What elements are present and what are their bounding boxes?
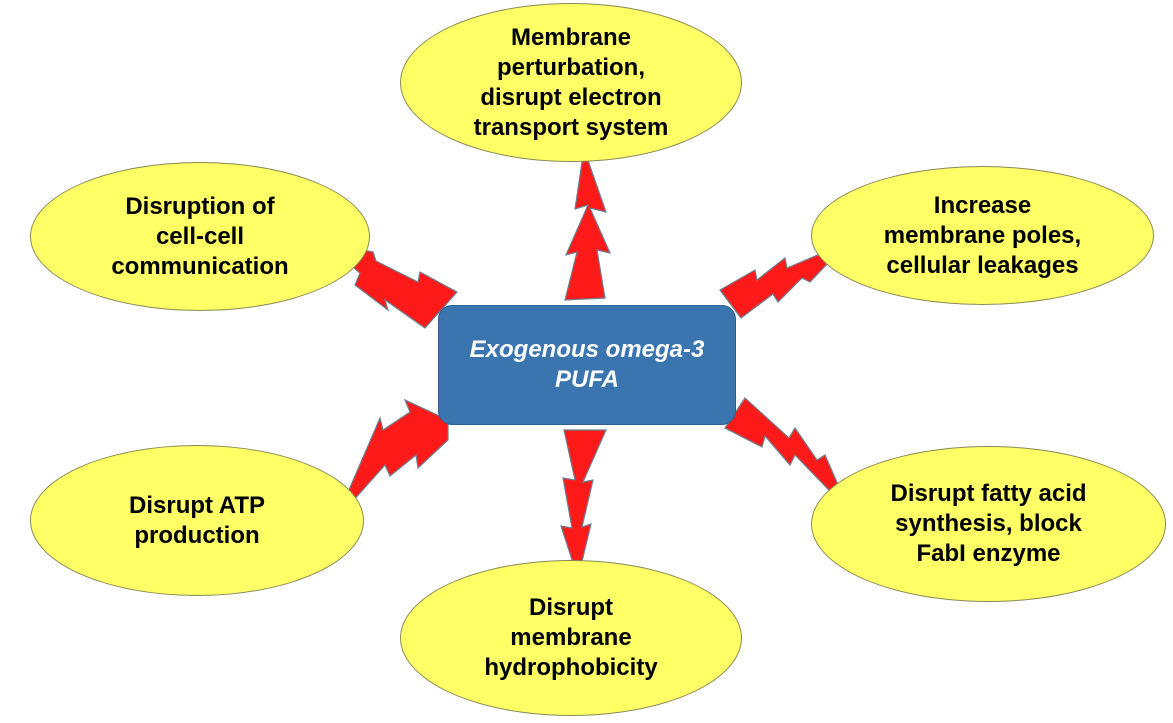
lightning-bolt-lower-left-icon bbox=[335, 398, 449, 521]
effect-membrane-hydrophobicity: Disrupt membrane hydrophobicity bbox=[400, 560, 742, 716]
effect-label: Disrupt ATP production bbox=[129, 491, 265, 549]
effect-label: Disrupt membrane hydrophobicity bbox=[484, 594, 658, 681]
lightning-bolt-top-icon bbox=[564, 148, 612, 301]
effect-label: Increase membrane poles, cellular leakag… bbox=[883, 191, 1082, 279]
center-label: Exogenous omega-3 PUFA bbox=[469, 336, 705, 393]
effect-fatty-acid-synthesis: Disrupt fatty acid synthesis, block FabI… bbox=[811, 446, 1166, 602]
effect-label: Disrupt fatty acid synthesis, block FabI… bbox=[890, 480, 1087, 567]
effect-label: Membrane perturbation, disrupt electron … bbox=[473, 23, 669, 141]
lightning-bolt-bottom-icon bbox=[560, 429, 607, 581]
effect-cell-communication: Disruption of cell-cell communication bbox=[30, 162, 370, 311]
center-node: Exogenous omega-3 PUFA bbox=[438, 305, 736, 425]
effect-membrane-leakage: Increase membrane poles, cellular leakag… bbox=[811, 166, 1154, 305]
effect-label: Disruption of cell-cell communication bbox=[111, 192, 289, 280]
effect-atp-production: Disrupt ATP production bbox=[30, 445, 364, 596]
effect-electron-transport: Membrane perturbation, disrupt electron … bbox=[400, 3, 742, 162]
lightning-bolt-lower-right-icon bbox=[724, 397, 851, 513]
